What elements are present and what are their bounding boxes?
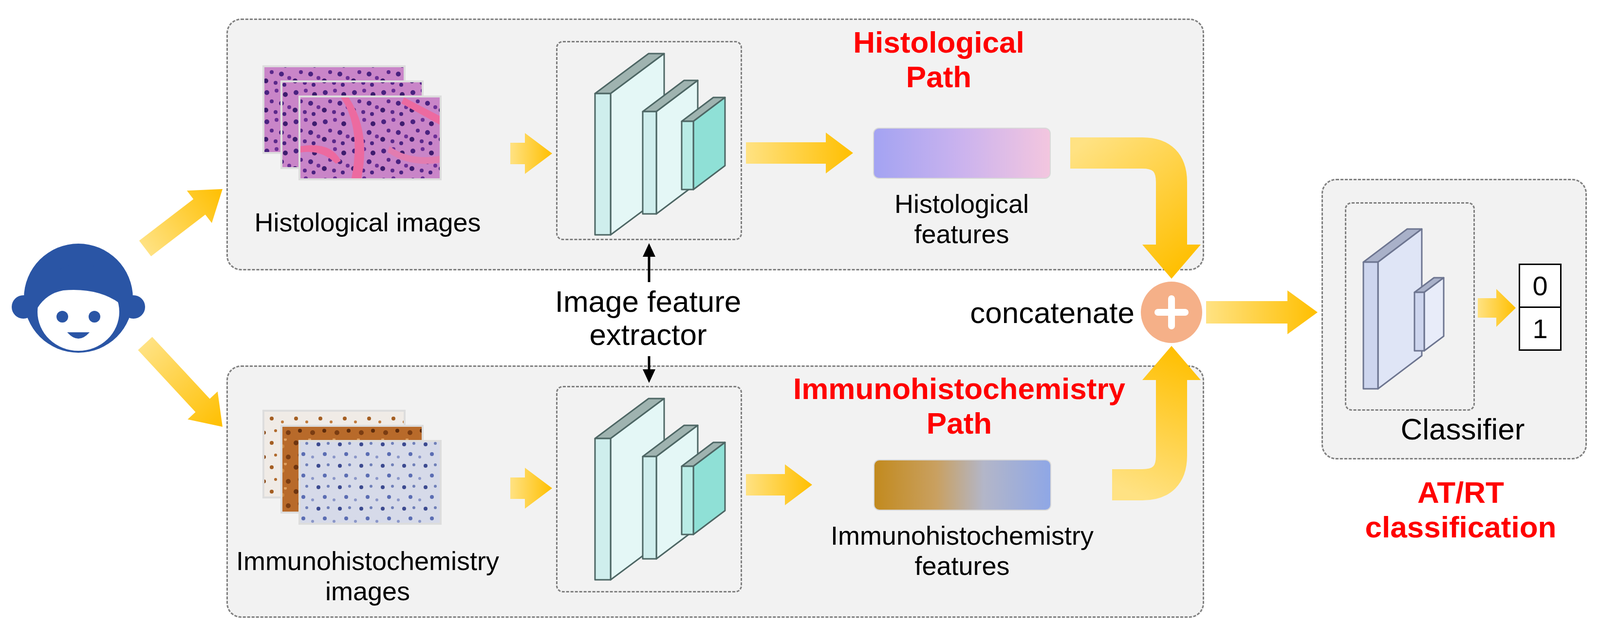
- arrow-head: [1142, 244, 1201, 279]
- flow-arrow: [1112, 345, 1201, 485]
- cnn-layers: [595, 53, 726, 235]
- arrow-body: [137, 336, 223, 427]
- flow-arrow: [510, 467, 553, 509]
- output-vector: 01: [1518, 263, 1562, 353]
- label-holder: AT/RT classification: [1329, 474, 1593, 545]
- extractor-label: Image feature extractor: [545, 284, 751, 354]
- arrow-shaft: [1112, 379, 1172, 485]
- output-cell: 0: [1518, 263, 1562, 308]
- person-icon-drawing: [11, 243, 146, 353]
- node-label: Histological features: [856, 188, 1067, 249]
- node-label: Histological images: [228, 206, 507, 238]
- arrow-body: [642, 355, 656, 383]
- feature-bar: [873, 127, 1051, 179]
- flow-arrow: [1206, 290, 1318, 335]
- node-label: Classifier: [1350, 412, 1575, 446]
- arrow-shaft: [1070, 152, 1172, 245]
- arrow-body: [1206, 290, 1318, 335]
- arrow-body: [642, 242, 656, 282]
- plus-bar: [1168, 295, 1175, 330]
- classifier-layers: [1363, 228, 1444, 389]
- flow-arrow: [745, 464, 813, 505]
- concat-node: concatenate: [925, 279, 1206, 345]
- path-title: Immunohistochemistry Path: [783, 371, 1135, 441]
- histology-image-stack: [263, 66, 441, 180]
- path-title: Histological Path: [836, 24, 1042, 95]
- arrow-body: [510, 467, 553, 509]
- flow-arrow: [745, 132, 854, 174]
- flow-arrow: [137, 336, 223, 427]
- classifier-panel: Classifier 01: [1321, 178, 1587, 460]
- flow-arrow: [510, 132, 553, 174]
- cnn-layers: [595, 398, 726, 580]
- arrow-body: [745, 464, 813, 505]
- flow-arrow: [1070, 152, 1201, 279]
- result-caption: AT/RT classification: [1329, 474, 1593, 545]
- output-cell: 1: [1518, 306, 1562, 351]
- node-label: Image feature extractor: [545, 284, 751, 352]
- node-label: concatenate: [925, 296, 1135, 330]
- pointer-arrow: [642, 355, 656, 383]
- pointer-arrow: [642, 242, 656, 282]
- flow-arrow: [139, 188, 223, 257]
- feature-vector: Histological features: [856, 127, 1067, 264]
- concat-circle: [1140, 281, 1203, 343]
- arrow-head: [1142, 345, 1201, 380]
- arrow-body: [510, 132, 553, 174]
- arrow-body: [1477, 288, 1516, 327]
- node-label: Immunohistochemistry images: [228, 545, 507, 606]
- feature-vector: Immunohistochemistry features: [816, 459, 1109, 596]
- ihc-image-stack: [263, 410, 441, 524]
- node-label: Immunohistochemistry features: [816, 520, 1109, 581]
- feature-bar: [873, 459, 1052, 511]
- flow-arrow: [1477, 288, 1516, 327]
- arrow-body: [745, 132, 854, 174]
- arrow-body: [139, 188, 223, 257]
